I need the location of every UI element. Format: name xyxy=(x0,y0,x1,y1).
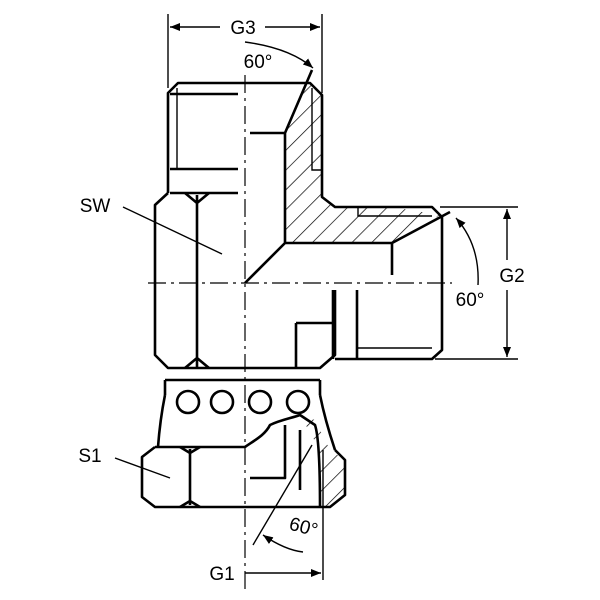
label-angle-bottom: 60° xyxy=(287,514,320,542)
leader-s1 xyxy=(114,457,171,479)
label-g2: G2 xyxy=(499,266,524,287)
label-g1: G1 xyxy=(209,564,234,585)
dimension-g1: G1 60° xyxy=(209,444,324,585)
nut-s1 xyxy=(140,425,347,509)
swivel-ring xyxy=(156,378,337,508)
label-sw: SW xyxy=(80,196,111,217)
section-hatch-body xyxy=(285,85,440,243)
label-angle-top: 60° xyxy=(244,52,273,73)
dimension-g2: G2 60° xyxy=(435,206,525,360)
dimension-g3: G3 60° xyxy=(167,14,323,93)
label-angle-right: 60° xyxy=(456,290,485,311)
label-s1: S1 xyxy=(78,446,101,467)
leader-sw xyxy=(122,206,223,255)
hex-body-sw xyxy=(153,192,359,370)
label-g3: G3 xyxy=(230,18,255,39)
top-port xyxy=(166,69,451,361)
